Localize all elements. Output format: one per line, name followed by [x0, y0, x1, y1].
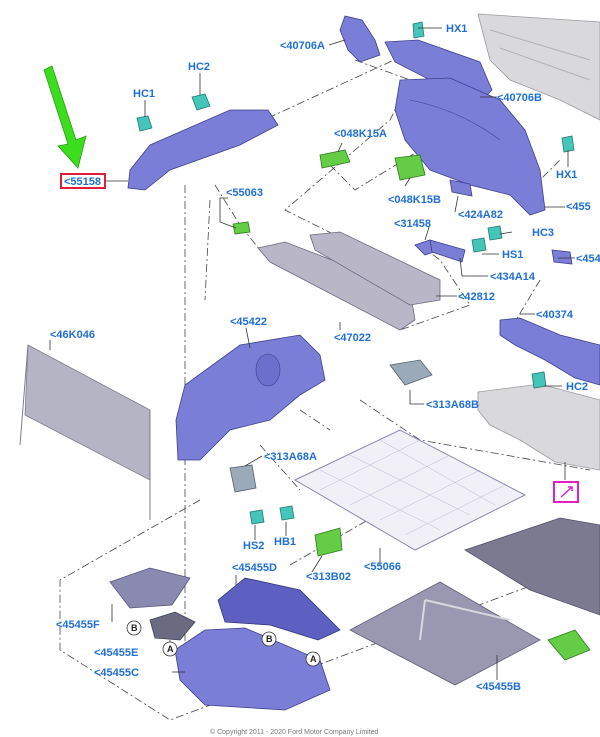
part-048K15A[interactable]: [319, 149, 351, 169]
part-side-trim-panel[interactable]: [394, 77, 546, 216]
clip-hx1-right: [561, 135, 575, 153]
label-hs1: HS1: [502, 249, 523, 261]
clip-hc1: [136, 115, 153, 132]
circle-b-left: B: [131, 623, 138, 633]
label-45455F: <45455F: [56, 619, 100, 631]
label-313B02: <313B02: [306, 571, 351, 583]
clip-hb1: [279, 505, 295, 521]
label-455-right: <455: [566, 201, 591, 213]
callout-circles: B A B A: [126, 620, 321, 667]
part-434A14[interactable]: [429, 239, 466, 263]
part-454-bracket[interactable]: [551, 249, 573, 265]
part-55063[interactable]: [232, 221, 251, 235]
label-45455B: <45455B: [476, 681, 521, 693]
part-55066[interactable]: [293, 429, 527, 551]
body-panel-top-right: [477, 13, 600, 121]
part-45455D[interactable]: [217, 577, 341, 641]
part-45455F[interactable]: [109, 567, 191, 609]
part-313A68A[interactable]: [229, 464, 257, 493]
label-46K046: <46K046: [50, 329, 95, 341]
part-labels: <40706A HX1 <40706B <048K15A <048K15B <4…: [50, 23, 600, 693]
label-47022: <47022: [334, 332, 371, 344]
part-40706A[interactable]: [339, 15, 381, 63]
label-45455C: <45455C: [94, 667, 139, 679]
label-42812: <42812: [458, 291, 495, 303]
label-40374: <40374: [536, 309, 574, 321]
clips: [136, 21, 575, 525]
part-45455C[interactable]: [174, 627, 331, 711]
label-45455E: <45455E: [94, 647, 138, 659]
circle-b-right: B: [266, 634, 273, 644]
part-45455E[interactable]: [149, 611, 196, 641]
green-pointer-arrow-icon: [43, 65, 87, 169]
clip-hs1: [471, 237, 487, 253]
label-45455D: <45455D: [232, 562, 277, 574]
part-floor-mat-rear[interactable]: [464, 517, 600, 616]
part-313B02[interactable]: [314, 527, 343, 557]
label-hx1-right: HX1: [556, 169, 577, 181]
part-048K15B[interactable]: [394, 154, 426, 181]
part-45455B[interactable]: [349, 581, 541, 686]
circle-a-right: A: [310, 654, 317, 664]
copyright-text: © Copyright 2011 - 2020 Ford Motor Compa…: [210, 728, 379, 736]
part-45422[interactable]: [175, 334, 326, 461]
label-048K15A: <048K15A: [334, 128, 387, 140]
part-55158[interactable]: [127, 109, 279, 191]
body-structure-right: [477, 383, 600, 471]
part-313A68B[interactable]: [389, 359, 433, 386]
clip-hc2-right: [531, 371, 547, 389]
label-hs2: HS2: [243, 540, 264, 552]
label-hc2-right: HC2: [566, 381, 588, 393]
label-hx1-top: HX1: [446, 23, 467, 35]
label-424A82: <424A82: [458, 209, 503, 221]
label-55158: <55158: [64, 176, 101, 188]
label-45422: <45422: [230, 316, 267, 328]
part-424A82[interactable]: [449, 179, 473, 197]
label-hc3: HC3: [532, 227, 554, 239]
label-hb1: HB1: [274, 536, 296, 548]
part-46K046[interactable]: [19, 344, 151, 520]
clip-hs2: [249, 509, 265, 525]
label-313A68A: <313A68A: [264, 451, 317, 463]
label-434A14: <434A14: [490, 271, 536, 283]
label-hc1: HC1: [133, 88, 155, 100]
clip-hc3: [487, 225, 503, 241]
part-42812[interactable]: [309, 231, 441, 306]
label-048K15B: <048K15B: [388, 194, 441, 206]
highlight-box-55158: [60, 173, 106, 189]
label-40706A: <40706A: [280, 40, 325, 52]
part-green-pad[interactable]: [547, 629, 591, 661]
circle-a-left: A: [167, 644, 174, 654]
label-313A68B: <313A68B: [426, 399, 479, 411]
part-47022[interactable]: [257, 241, 416, 331]
clip-hx1-top: [412, 21, 425, 39]
leader-lines: [49, 27, 575, 680]
label-31458: <31458: [394, 218, 431, 230]
part-40374[interactable]: [499, 317, 600, 386]
label-55066: <55066: [364, 561, 401, 573]
label-454-right: <454: [576, 253, 600, 265]
label-40706B: <40706B: [497, 92, 542, 104]
detail-view-icon[interactable]: [553, 481, 579, 503]
label-hc2-top: HC2: [188, 61, 210, 73]
clip-hc2-top: [191, 93, 211, 111]
label-55063: <55063: [226, 187, 263, 199]
